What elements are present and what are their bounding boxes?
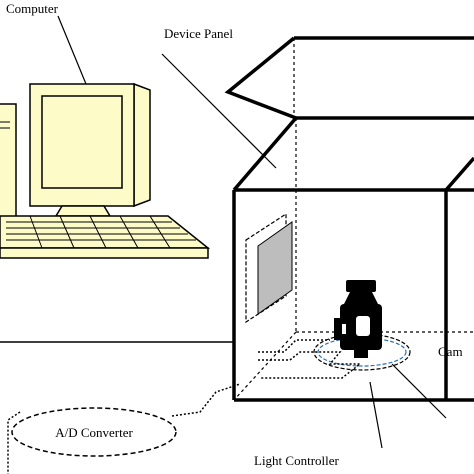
device-panel-leader	[161, 53, 277, 169]
camera-label: Cam	[438, 344, 463, 359]
camera-wiring	[258, 339, 330, 353]
monitor-side	[133, 82, 151, 208]
device-box	[224, 36, 474, 402]
computer	[0, 82, 211, 259]
monitor-stand	[54, 205, 112, 217]
ad-converter-ellipse	[11, 407, 177, 457]
box-right-top	[444, 156, 474, 192]
camera-leader	[391, 363, 447, 419]
light-panel	[245, 212, 293, 324]
light-controller-label: Light Controller	[254, 453, 340, 468]
camera	[313, 280, 411, 371]
box-front-top-left	[232, 116, 298, 192]
device-panel-label: Device Panel	[164, 26, 233, 41]
keyboard-keys	[6, 215, 196, 249]
ad-converter-label: A/D Converter	[55, 425, 133, 440]
keyboard-front	[0, 247, 209, 259]
converter-wire-left	[7, 411, 21, 474]
box-hidden-floor-left	[233, 331, 297, 401]
computer-label: Computer	[6, 1, 59, 16]
light-panel-surface	[257, 221, 293, 315]
wires	[0, 339, 363, 474]
camera-icon	[334, 280, 382, 358]
camera-wiring-lower	[258, 351, 363, 379]
monitor-screen	[41, 95, 123, 189]
converter-wire-right	[171, 383, 241, 417]
computer-leader	[57, 15, 87, 85]
light-controller-leader	[369, 381, 383, 449]
box-flap-left	[224, 36, 297, 120]
